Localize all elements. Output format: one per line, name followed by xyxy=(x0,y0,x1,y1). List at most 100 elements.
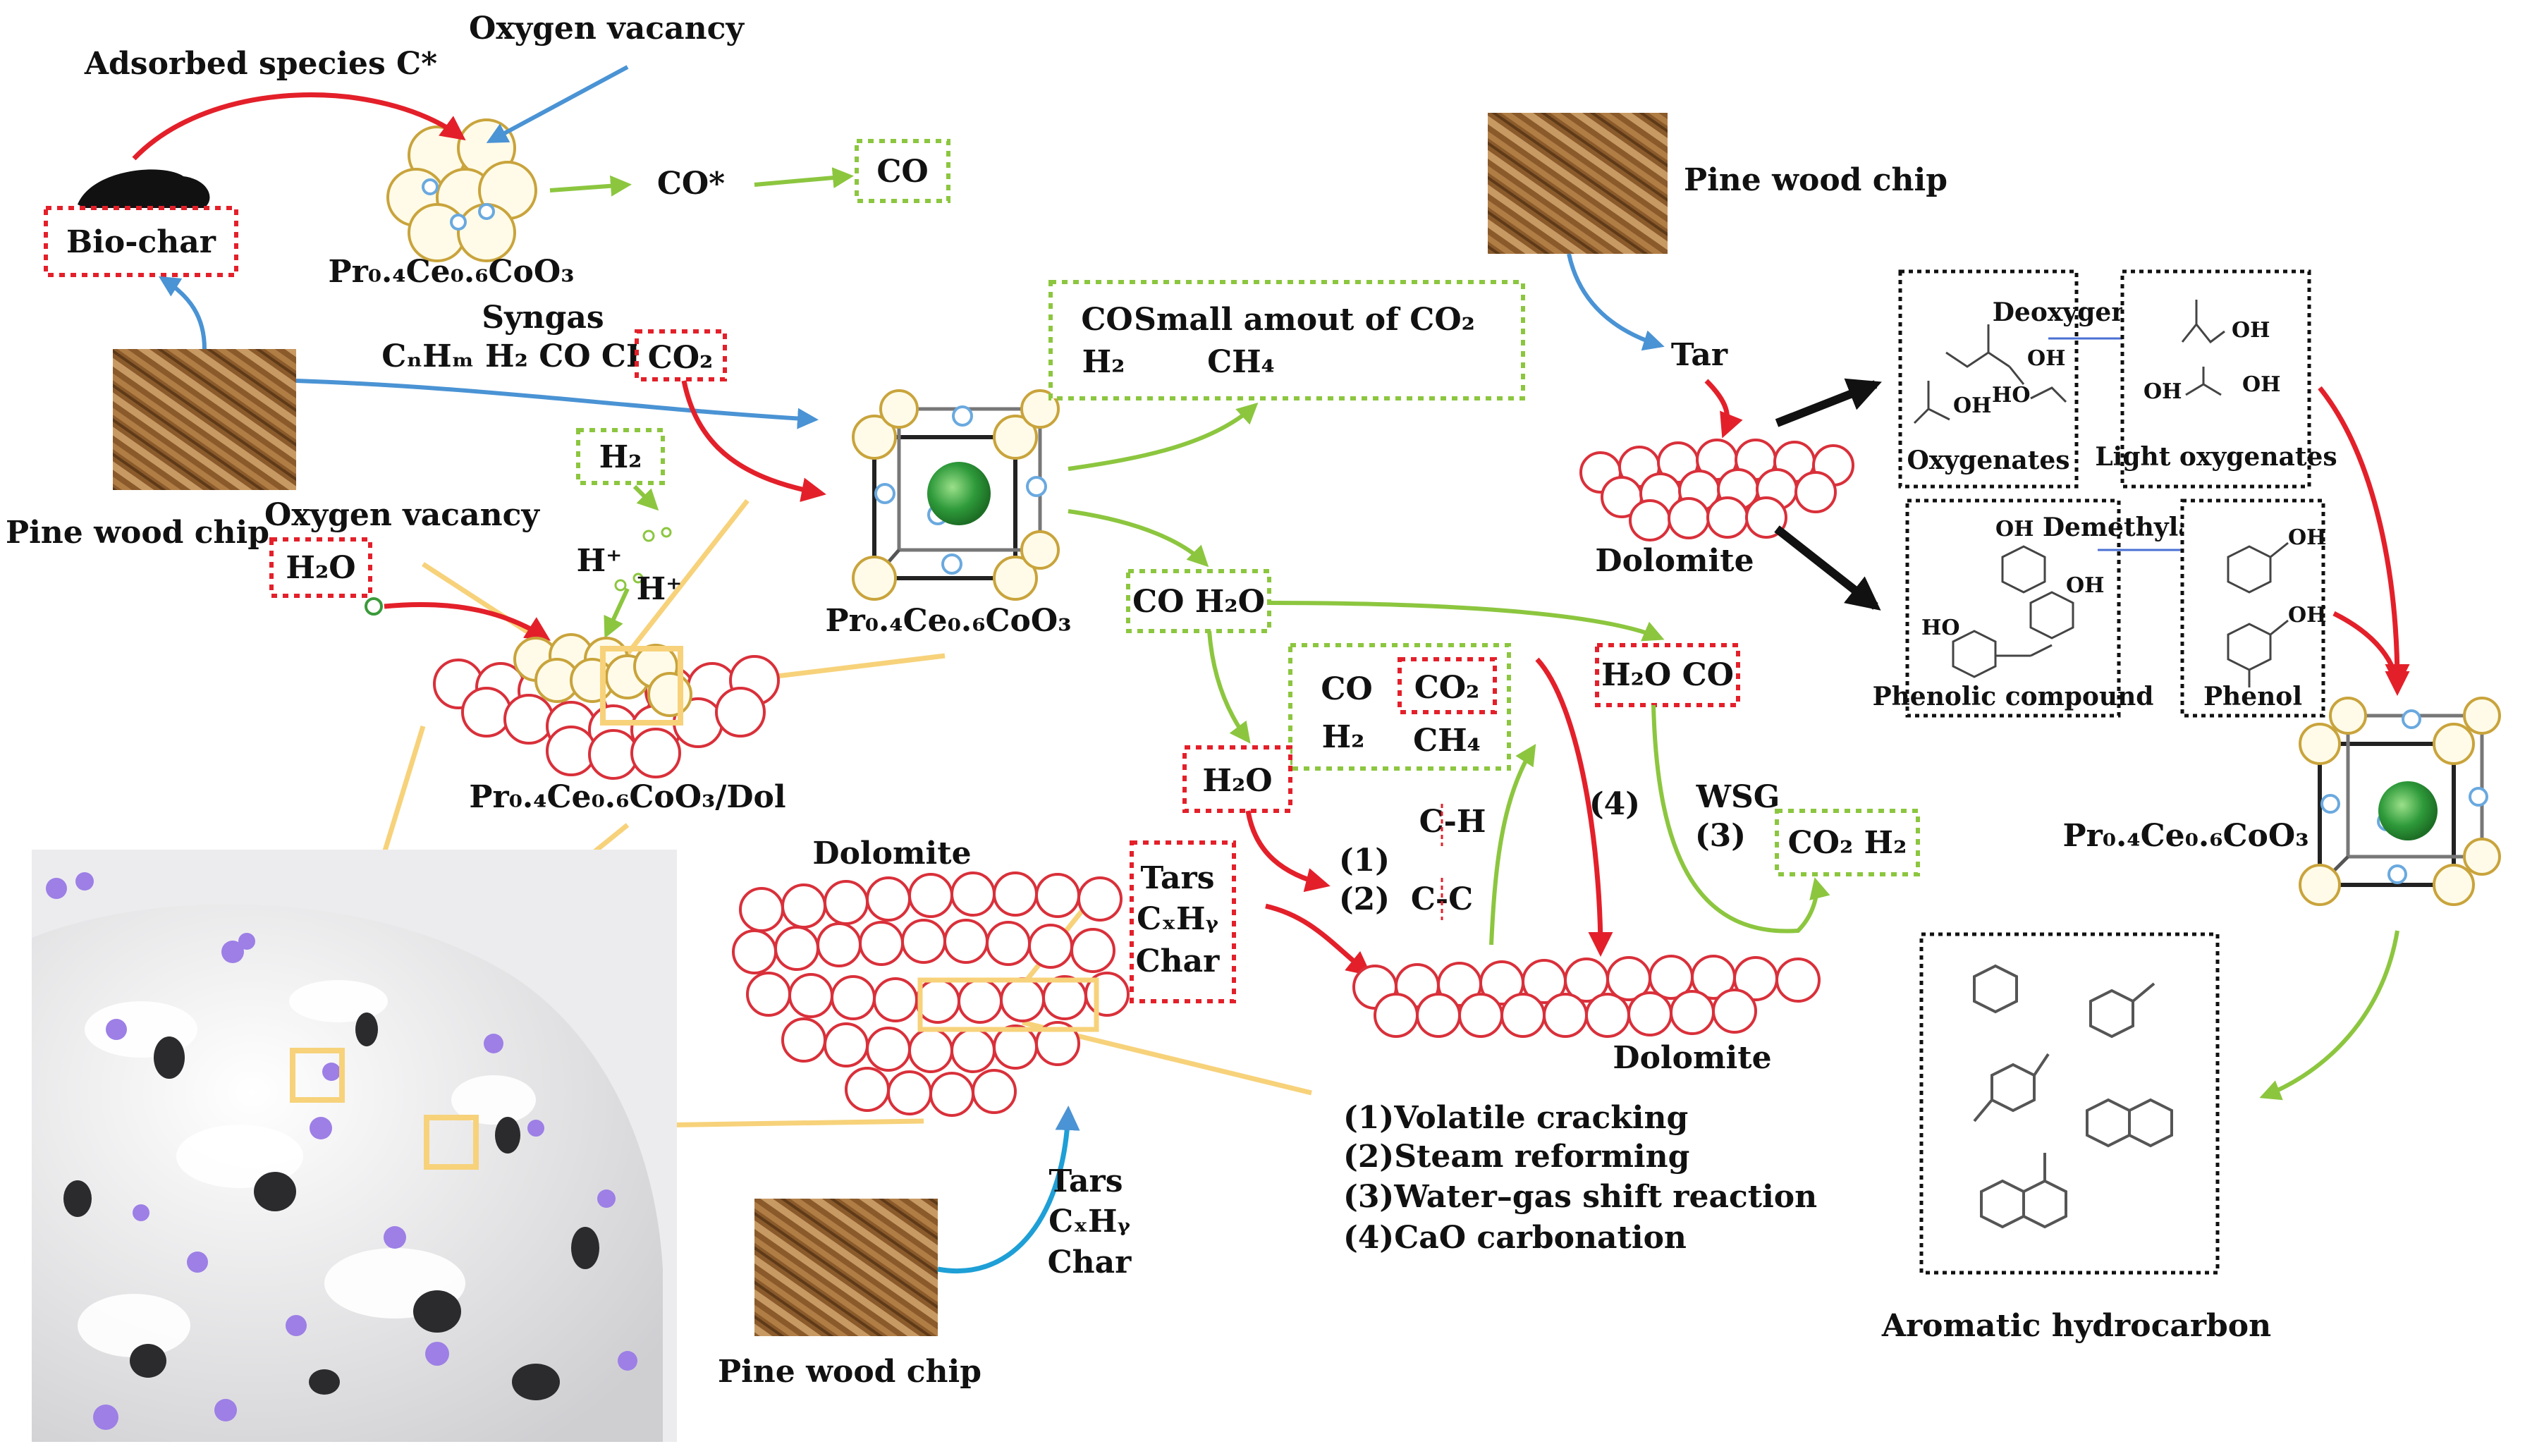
tar-label: Tar xyxy=(1671,337,1728,373)
co-h2o-label: CO H₂O xyxy=(1132,584,1265,620)
catalyst-cluster-top xyxy=(386,118,537,262)
oxygenates-oh-1: OH xyxy=(2027,346,2065,371)
phenol-box xyxy=(2180,498,2325,718)
catalyst-right-label: Pr₀.₄Ce₀.₆CoO₃ xyxy=(2063,818,2309,854)
phenol-oh-1: OH xyxy=(2288,525,2326,550)
pine-wood-chip-bottom-image xyxy=(754,1199,938,1336)
catalyst-dolomite-cluster xyxy=(433,633,780,780)
tars-box-line3: Char xyxy=(1136,943,1221,979)
catalyst-center-label: Pr₀.₄Ce₀.₆CoO₃ xyxy=(826,603,1072,639)
oxygenates-box xyxy=(1898,269,2079,489)
product-small-co2-label: Small amout of CO₂ xyxy=(1134,302,1475,338)
phenol-label: Phenol xyxy=(2203,682,2302,711)
gas-co-label: CO xyxy=(1321,671,1372,707)
h2o-mid-box xyxy=(1182,745,1292,813)
tars-box-line1: Tars xyxy=(1141,860,1215,896)
aromatic-label: Aromatic hydrocarbon xyxy=(1881,1308,2271,1344)
aromatic-structures xyxy=(1973,964,2173,1229)
bond-ch-label: C-H xyxy=(1419,804,1486,840)
light-oxygenates-oh-2: OH xyxy=(2144,379,2182,404)
h2-label: H₂ xyxy=(599,439,642,475)
phenolic-box xyxy=(1905,498,2121,718)
tars-bottom-line2: CₓHᵧ xyxy=(1048,1204,1130,1240)
product-ch4-label: CH₄ xyxy=(1207,344,1275,380)
gas-ch4-label: CH₄ xyxy=(1413,723,1481,759)
pine-wood-chip-bottom-label: Pine wood chip xyxy=(718,1354,981,1390)
step2-label: (2) xyxy=(1339,881,1390,917)
syngas-species-label: CₙHₘ H₂ CO CH₄ xyxy=(381,338,669,374)
pine-wood-chip-top-image xyxy=(1488,113,1668,254)
dolomite-bed-top xyxy=(1579,439,1854,542)
gas-co2-label: CO₂ xyxy=(1414,670,1480,706)
light-oxygenates-oh-3: OH xyxy=(2242,372,2280,397)
syngas-co2-box xyxy=(635,329,727,381)
perovskite-cube-right xyxy=(2299,697,2501,906)
phenolic-structures xyxy=(1952,545,2074,678)
phenolic-oh-1: OH xyxy=(1995,517,2034,542)
reaction-3: (3)Water–gas shift reaction xyxy=(1343,1179,1817,1215)
h2o-co-label: H₂O CO xyxy=(1601,657,1734,693)
dolomite-right-label: Dolomite xyxy=(1613,1040,1771,1076)
phenolic-oh-2: OH xyxy=(2066,573,2104,598)
adsorbed-species-label: Adsorbed species C* xyxy=(84,46,437,82)
pine-wood-chip-top-label: Pine wood chip xyxy=(1684,162,1947,198)
gas-co2-box xyxy=(1398,657,1497,714)
reaction-2: (2)Steam reforming xyxy=(1343,1139,1689,1175)
purple-particles xyxy=(46,872,637,1430)
product-co-label: CO xyxy=(1081,302,1132,338)
tars-box-line2: CₓHᵧ xyxy=(1137,901,1218,937)
pine-wood-chip-left-label: Pine wood chip xyxy=(6,515,269,551)
light-oxygenates-box xyxy=(2120,269,2311,489)
tars-box xyxy=(1130,840,1236,1003)
co-product-label: CO xyxy=(876,154,928,190)
oxygenates-ho: HO xyxy=(1992,383,2030,408)
catalyst-top-label: Pr₀.₄Ce₀.₆CoO₃ xyxy=(329,254,575,290)
light-oxygenates-structures xyxy=(2181,300,2225,396)
reaction-4: (4)CaO carbonation xyxy=(1343,1220,1687,1256)
gas-h2-label: H₂ xyxy=(1322,719,1365,755)
aromatic-box xyxy=(1919,932,2220,1275)
co-h2o-box xyxy=(1126,569,1271,633)
dolomite-top-label: Dolomite xyxy=(1595,543,1754,579)
bio-char-particle xyxy=(78,169,210,216)
co2-h2-label: CO₂ H₂ xyxy=(1788,825,1907,861)
co-product-box xyxy=(855,139,950,203)
tars-bottom-line3: Char xyxy=(1048,1244,1132,1280)
porous-support-render xyxy=(32,850,677,1442)
light-oxygenates-label: Light oxygenates xyxy=(2095,442,2337,472)
syngas-co2-label: CO₂ xyxy=(648,340,714,376)
h2o-left-label: H₂O xyxy=(286,550,355,586)
h2o-mid-label: H₂O xyxy=(1202,763,1272,799)
h2o-co-box xyxy=(1595,643,1740,707)
syngas-label: Syngas xyxy=(482,300,604,336)
bio-char-box xyxy=(44,206,238,277)
catalyst-dol-label: Pr₀.₄Ce₀.₆CoO₃/Dol xyxy=(469,779,785,815)
reaction-1: (1)Volatile cracking xyxy=(1343,1100,1688,1136)
phenol-structures xyxy=(2227,542,2289,687)
light-oxygenates-oh-1: OH xyxy=(2232,318,2270,343)
h-plus-1-label: H⁺ xyxy=(577,543,623,579)
step3-label: (3) xyxy=(1695,818,1746,854)
oxygenates-oh-2: OH xyxy=(1953,393,1991,418)
wsg-label: WSG xyxy=(1696,779,1780,815)
bio-char-label: Bio-char xyxy=(66,224,216,260)
product-gas-box xyxy=(1048,280,1525,400)
step1-label: (1) xyxy=(1339,843,1390,879)
oxygenates-label: Oxygenates xyxy=(1907,446,2069,475)
dolomite-bed-right xyxy=(1352,955,1821,1038)
oxygenates-structures xyxy=(1913,324,2067,424)
dolomite-mid-label: Dolomite xyxy=(812,836,971,871)
co-star-label: CO* xyxy=(657,166,725,202)
phenolic-label: Phenolic compound xyxy=(1873,682,2154,711)
product-h2-label: H₂ xyxy=(1082,344,1125,380)
perovskite-cube-center xyxy=(852,389,1060,601)
tars-bottom-line1: Tars xyxy=(1049,1163,1123,1199)
phenolic-ho: HO xyxy=(1921,616,1959,640)
dolomite-block-mid xyxy=(732,871,1130,1117)
step4-label: (4) xyxy=(1589,786,1640,822)
pine-wood-chip-left-image xyxy=(113,349,296,490)
co2-h2-box xyxy=(1775,809,1920,876)
oxygen-vacancy-top-label: Oxygen vacancy xyxy=(469,11,745,47)
h2-box xyxy=(576,428,665,485)
